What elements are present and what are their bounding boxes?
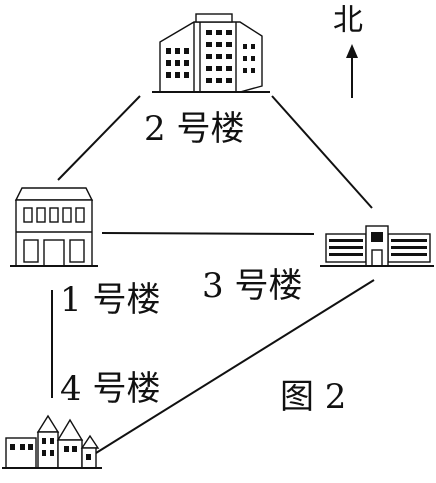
long-building-icon <box>320 225 434 267</box>
north-arrow-icon <box>346 44 358 98</box>
office-building-icon <box>152 13 270 93</box>
building-4-label: 4 号楼 <box>60 369 161 409</box>
building-1-label: 1 号楼 <box>60 280 161 320</box>
path-1-to-3 <box>101 232 315 235</box>
path-2-to-1 <box>57 95 141 181</box>
path-2-to-3 <box>271 95 373 209</box>
two-story-building-icon <box>10 187 98 267</box>
figure-caption: 图 2 <box>280 377 347 417</box>
path-3-to-4 <box>87 279 375 459</box>
building-2-label: 2 号楼 <box>144 109 245 149</box>
north-label: 北 <box>333 3 363 38</box>
building-3-label: 3 号楼 <box>202 266 303 306</box>
house-building-icon <box>2 414 102 469</box>
